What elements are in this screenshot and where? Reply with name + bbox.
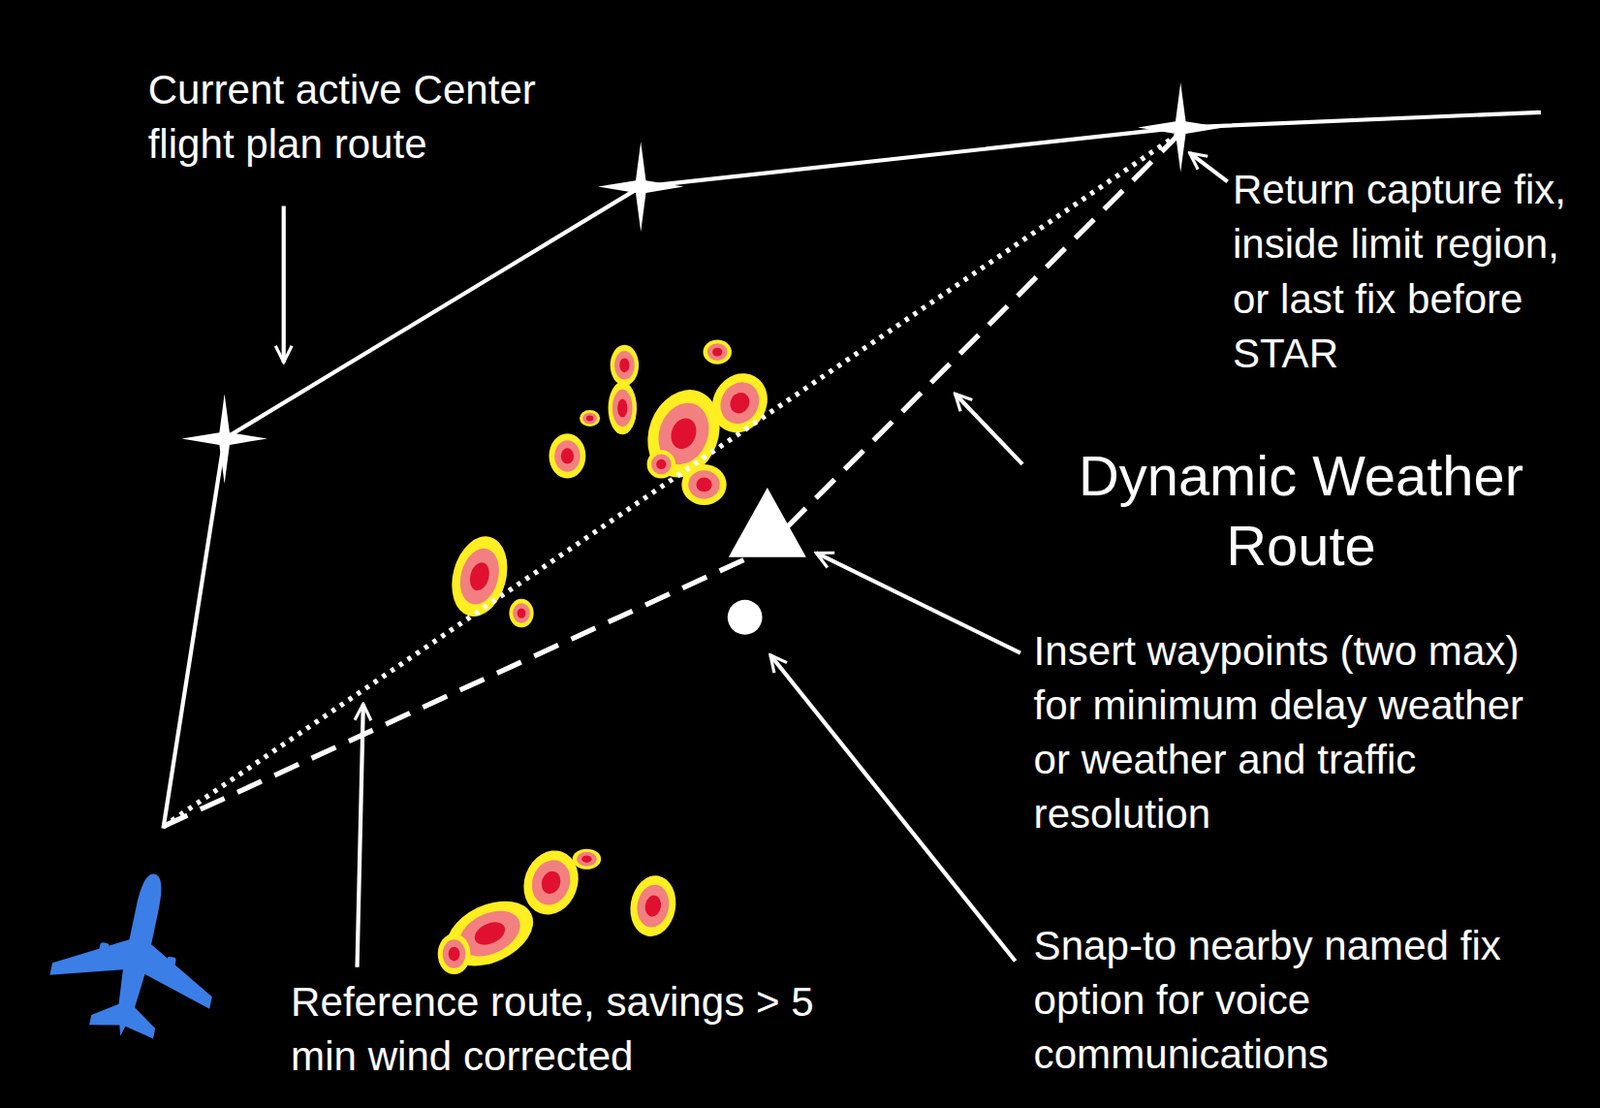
- weather-intensity: [610, 345, 639, 386]
- weather-intensity: [707, 343, 728, 361]
- weather-intensity: [554, 439, 581, 471]
- weather-intensity: [688, 470, 720, 499]
- reference-callout: Reference route, savings > 5 min wind co…: [290, 974, 822, 1084]
- leader-line: [955, 393, 1023, 465]
- leader-line: [357, 703, 364, 968]
- aircraft-icon: [40, 856, 235, 1053]
- weather-cell: [443, 530, 517, 623]
- weather-intensity: [633, 881, 673, 930]
- weather-intensity: [647, 449, 676, 478]
- weather-intensity: [712, 347, 722, 357]
- weather-intensity: [586, 415, 594, 422]
- weather-cell: [702, 339, 731, 364]
- dynamic-weather-route: [162, 132, 1181, 827]
- weather-intensity: [617, 398, 628, 417]
- weather-intensity: [561, 447, 574, 464]
- weather-intensity: [726, 388, 754, 417]
- fix-star: [1137, 82, 1224, 173]
- weather-intensity: [626, 871, 682, 940]
- fix-star: [181, 393, 267, 484]
- weather-intensity: [650, 395, 718, 471]
- weather-cell: [438, 933, 471, 974]
- route-title: Dynamic Weather Route: [1035, 440, 1568, 582]
- weather-intensity: [548, 433, 586, 478]
- aircraft-engine: [96, 941, 111, 965]
- weather-intensity: [512, 602, 531, 624]
- weather-cell: [548, 433, 586, 478]
- waypoint-callout: Insert waypoints (two max) for minimum d…: [1034, 624, 1570, 842]
- weather-intensity: [701, 363, 779, 443]
- leader-line: [770, 655, 1016, 962]
- waypoint-triangle: [728, 487, 807, 558]
- reference-route: [162, 132, 1181, 827]
- leader-line: [1190, 153, 1228, 182]
- leader-line: [282, 206, 286, 363]
- weather-intensity: [517, 607, 527, 618]
- weather-cell: [626, 871, 682, 940]
- route-callout: Current active Center flight plan route: [148, 62, 628, 172]
- snap-callout: Snap-to nearby named fix option for voic…: [1034, 918, 1514, 1082]
- weather-intensity: [576, 851, 597, 867]
- weather-intensity: [713, 375, 767, 431]
- aircraft-body: [40, 856, 235, 1053]
- weather-intensity: [581, 855, 592, 863]
- weather-intensity: [702, 339, 731, 364]
- weather-intensity: [443, 530, 517, 623]
- weather-intensity: [614, 350, 635, 379]
- weather-intensity: [612, 389, 633, 427]
- weather-intensity: [656, 459, 666, 470]
- weather-intensity: [666, 414, 701, 453]
- weather-intensity: [438, 933, 471, 974]
- weather-cell: [647, 449, 676, 478]
- named-fix-circle: [727, 599, 763, 635]
- weather-intensity: [508, 598, 534, 628]
- weather-intensity: [467, 560, 493, 593]
- leader-line: [815, 552, 1021, 653]
- weather-cell: [579, 409, 600, 427]
- weather-cell: [701, 363, 779, 443]
- weather-intensity: [572, 848, 601, 870]
- weather-cell: [508, 598, 534, 628]
- weather-intensity: [526, 854, 577, 910]
- weather-intensity: [579, 409, 600, 427]
- weather-intensity: [470, 917, 509, 950]
- weather-cells: [436, 339, 779, 978]
- weather-intensity: [619, 357, 629, 373]
- weather-intensity: [442, 939, 467, 968]
- weather-cell: [572, 848, 601, 870]
- weather-intensity: [695, 477, 712, 493]
- weather-intensity: [454, 543, 505, 609]
- fix-star: [597, 141, 684, 232]
- weather-cell: [608, 381, 637, 436]
- fix-callout: Return capture fix, inside limit region,…: [1232, 162, 1593, 380]
- weather-intensity: [608, 381, 637, 436]
- weather-intensity: [651, 454, 672, 475]
- weather-intensity: [448, 946, 461, 962]
- weather-intensity: [643, 893, 663, 918]
- weather-intensity: [582, 412, 597, 425]
- aircraft-engine: [163, 955, 178, 978]
- weather-cell: [610, 345, 639, 386]
- weather-intensity: [538, 868, 565, 897]
